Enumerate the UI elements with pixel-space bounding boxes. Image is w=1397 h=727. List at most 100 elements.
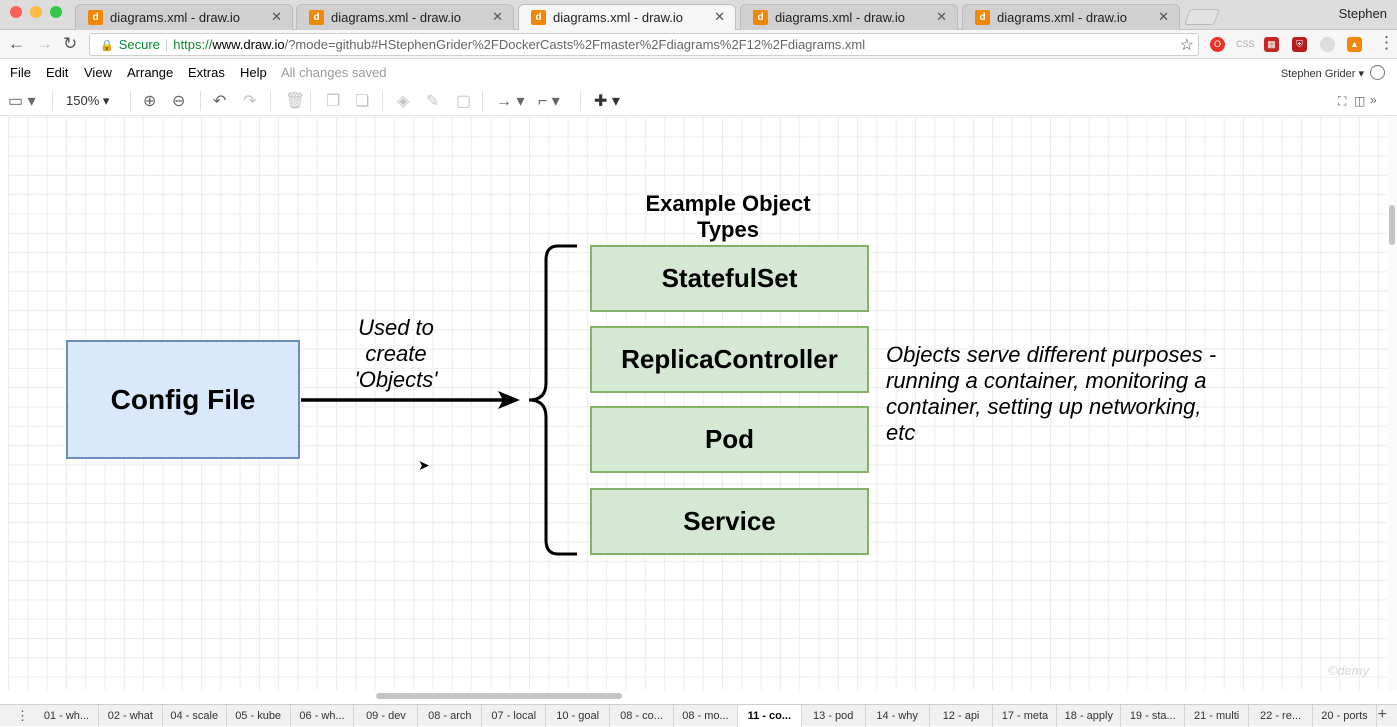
page-tab[interactable]: 21 - multi [1185,705,1250,727]
minimize-window-button[interactable] [30,6,42,18]
url-path: /?mode=github#HStephenGrider%2FDockerCas… [284,37,866,52]
drawio-icon: d [88,10,103,25]
page-tab[interactable]: 04 - scale [163,705,227,727]
address-toolbar: ← → ↻ 🔒Secure|https://www.draw.io/?mode=… [0,30,1397,59]
diagram-canvas[interactable]: Config File Used to create 'Objects' Exa… [8,117,1387,690]
page-tab[interactable]: 13 - pod [802,705,866,727]
menu-view[interactable]: View [84,65,112,80]
zoom-out-icon[interactable]: ⊖ [172,93,186,110]
url-host: www.draw.io [212,37,285,52]
arrow-label[interactable]: Used to create 'Objects' [308,315,484,393]
page-tab[interactable]: 14 - why [866,705,930,727]
page-tab[interactable]: 12 - api [930,705,994,727]
browser-tab-5[interactable]: d diagrams.xml - draw.io ✕ [962,4,1180,30]
page-tab[interactable]: 05 - kube [227,705,291,727]
menu-help[interactable]: Help [240,65,267,80]
object-types-title[interactable]: Example Object Types [645,191,811,242]
connection-icon[interactable]: → ▾ [496,93,525,110]
close-icon[interactable]: ✕ [936,9,947,24]
object-statefulset[interactable]: StatefulSet [590,245,869,312]
page-tab[interactable]: 09 - dev [355,705,419,727]
new-tab-button[interactable] [1184,9,1220,25]
udemy-watermark: ©demy [1327,663,1369,678]
page-tab[interactable]: 01 - wh... [35,705,99,727]
add-page-icon[interactable]: + [1377,706,1387,723]
config-file-box[interactable]: Config File [66,340,300,459]
undo-icon[interactable]: ↶ [213,93,227,110]
page-tab[interactable]: 07 - local [482,705,547,727]
object-service[interactable]: Service [590,488,869,555]
to-back-icon[interactable]: ❏ [355,93,370,110]
page-tab[interactable]: 10 - goal [546,705,611,727]
shield-extension-icon[interactable]: ⛨ [1292,37,1307,52]
browser-tab-4[interactable]: d diagrams.xml - draw.io ✕ [740,4,958,30]
page-tab[interactable]: 08 - arch [418,705,483,727]
close-icon[interactable]: ✕ [1158,9,1169,24]
browser-tab-3[interactable]: d diagrams.xml - draw.io ✕ [518,4,736,31]
zoom-in-icon[interactable]: ⊕ [143,93,157,110]
bookmark-star-icon[interactable]: ☆ [1179,37,1194,54]
browser-tab-1[interactable]: d diagrams.xml - draw.io ✕ [75,4,293,30]
horizontal-scroll-thumb[interactable] [376,693,622,699]
page-tab[interactable]: 06 - wh... [291,705,355,727]
format-panel-icon[interactable]: ▭ ▾ [8,93,36,110]
browser-tab-2[interactable]: d diagrams.xml - draw.io ✕ [296,4,514,30]
url-scheme: https:// [173,37,213,52]
drawio-icon: d [531,10,546,25]
page-tab[interactable]: 17 - meta [994,705,1058,727]
object-pod[interactable]: Pod [590,406,869,473]
shadow-icon[interactable]: ▢ [456,93,472,110]
close-icon[interactable]: ✕ [271,9,282,24]
extension-icon[interactable]: ▦ [1264,37,1279,52]
menu-edit[interactable]: Edit [46,65,69,80]
insert-icon[interactable]: ✚ ▾ [594,93,620,110]
delete-icon[interactable]: 🗑 [285,93,306,110]
vertical-scroll-thumb[interactable] [1389,205,1395,245]
fill-color-icon[interactable]: ◈ [397,93,410,110]
arrow-label-line: Used to [358,315,434,340]
menu-extras[interactable]: Extras [188,65,225,80]
extension-icon[interactable] [1320,37,1335,52]
curly-brace [528,244,577,556]
close-icon[interactable]: ✕ [492,9,503,24]
page-tab[interactable]: 08 - mo... [674,705,738,727]
fullscreen-icon[interactable]: ⛶ [1338,94,1347,108]
forward-icon[interactable]: → [36,34,53,53]
opera-extension-icon[interactable]: O [1210,37,1225,52]
pages-menu-icon[interactable]: ⋮ [16,708,29,723]
user-name[interactable]: Stephen Grider ▾ [1280,68,1364,80]
object-replicacontroller[interactable]: ReplicaController [590,326,869,393]
vertical-scrollbar[interactable] [1388,117,1397,690]
css-extension-icon[interactable]: CSS [1236,39,1255,49]
back-icon[interactable]: ← [8,34,25,53]
page-tab[interactable]: 20 - ports [1313,705,1377,727]
objects-note[interactable]: Objects serve different purposes - runni… [886,342,1217,445]
page-tab[interactable]: 08 - co... [610,705,674,727]
secure-label: Secure [118,37,160,52]
zoom-select[interactable]: 150% ▾ [66,93,110,108]
close-icon[interactable]: ✕ [714,9,725,24]
menu-arrange[interactable]: Arrange [127,65,174,80]
page-tab[interactable]: 22 - re... [1249,705,1313,727]
close-window-button[interactable] [10,6,22,18]
menu-file[interactable]: File [10,65,31,80]
page-tab[interactable]: 19 - sta... [1121,705,1186,727]
profile-name[interactable]: Stephen [1338,6,1387,21]
fox-extension-icon[interactable]: ▲ [1347,37,1362,52]
arrow-label-line: create [365,341,427,366]
page-tab[interactable]: 11 - co... [737,705,802,727]
more-menu-icon[interactable]: ⋮ [1378,33,1395,52]
reload-icon[interactable]: ↻ [63,34,78,53]
tab-title: diagrams.xml - draw.io [997,10,1128,25]
format-toggle-icon[interactable]: ◫ [1354,94,1366,108]
to-front-icon[interactable]: ❐ [326,93,341,110]
line-color-icon[interactable]: ✎ [426,93,440,110]
waypoints-icon[interactable]: ⌐ ▾ [538,93,560,110]
page-tab[interactable]: 02 - what [99,705,163,727]
url-field[interactable]: 🔒Secure|https://www.draw.io/?mode=github… [89,33,1199,56]
globe-icon[interactable] [1370,65,1385,80]
maximize-window-button[interactable] [50,6,62,18]
redo-icon[interactable]: ↷ [243,93,257,110]
collapse-icon[interactable]: » [1370,93,1377,107]
page-tab[interactable]: 18 - apply [1057,705,1122,727]
